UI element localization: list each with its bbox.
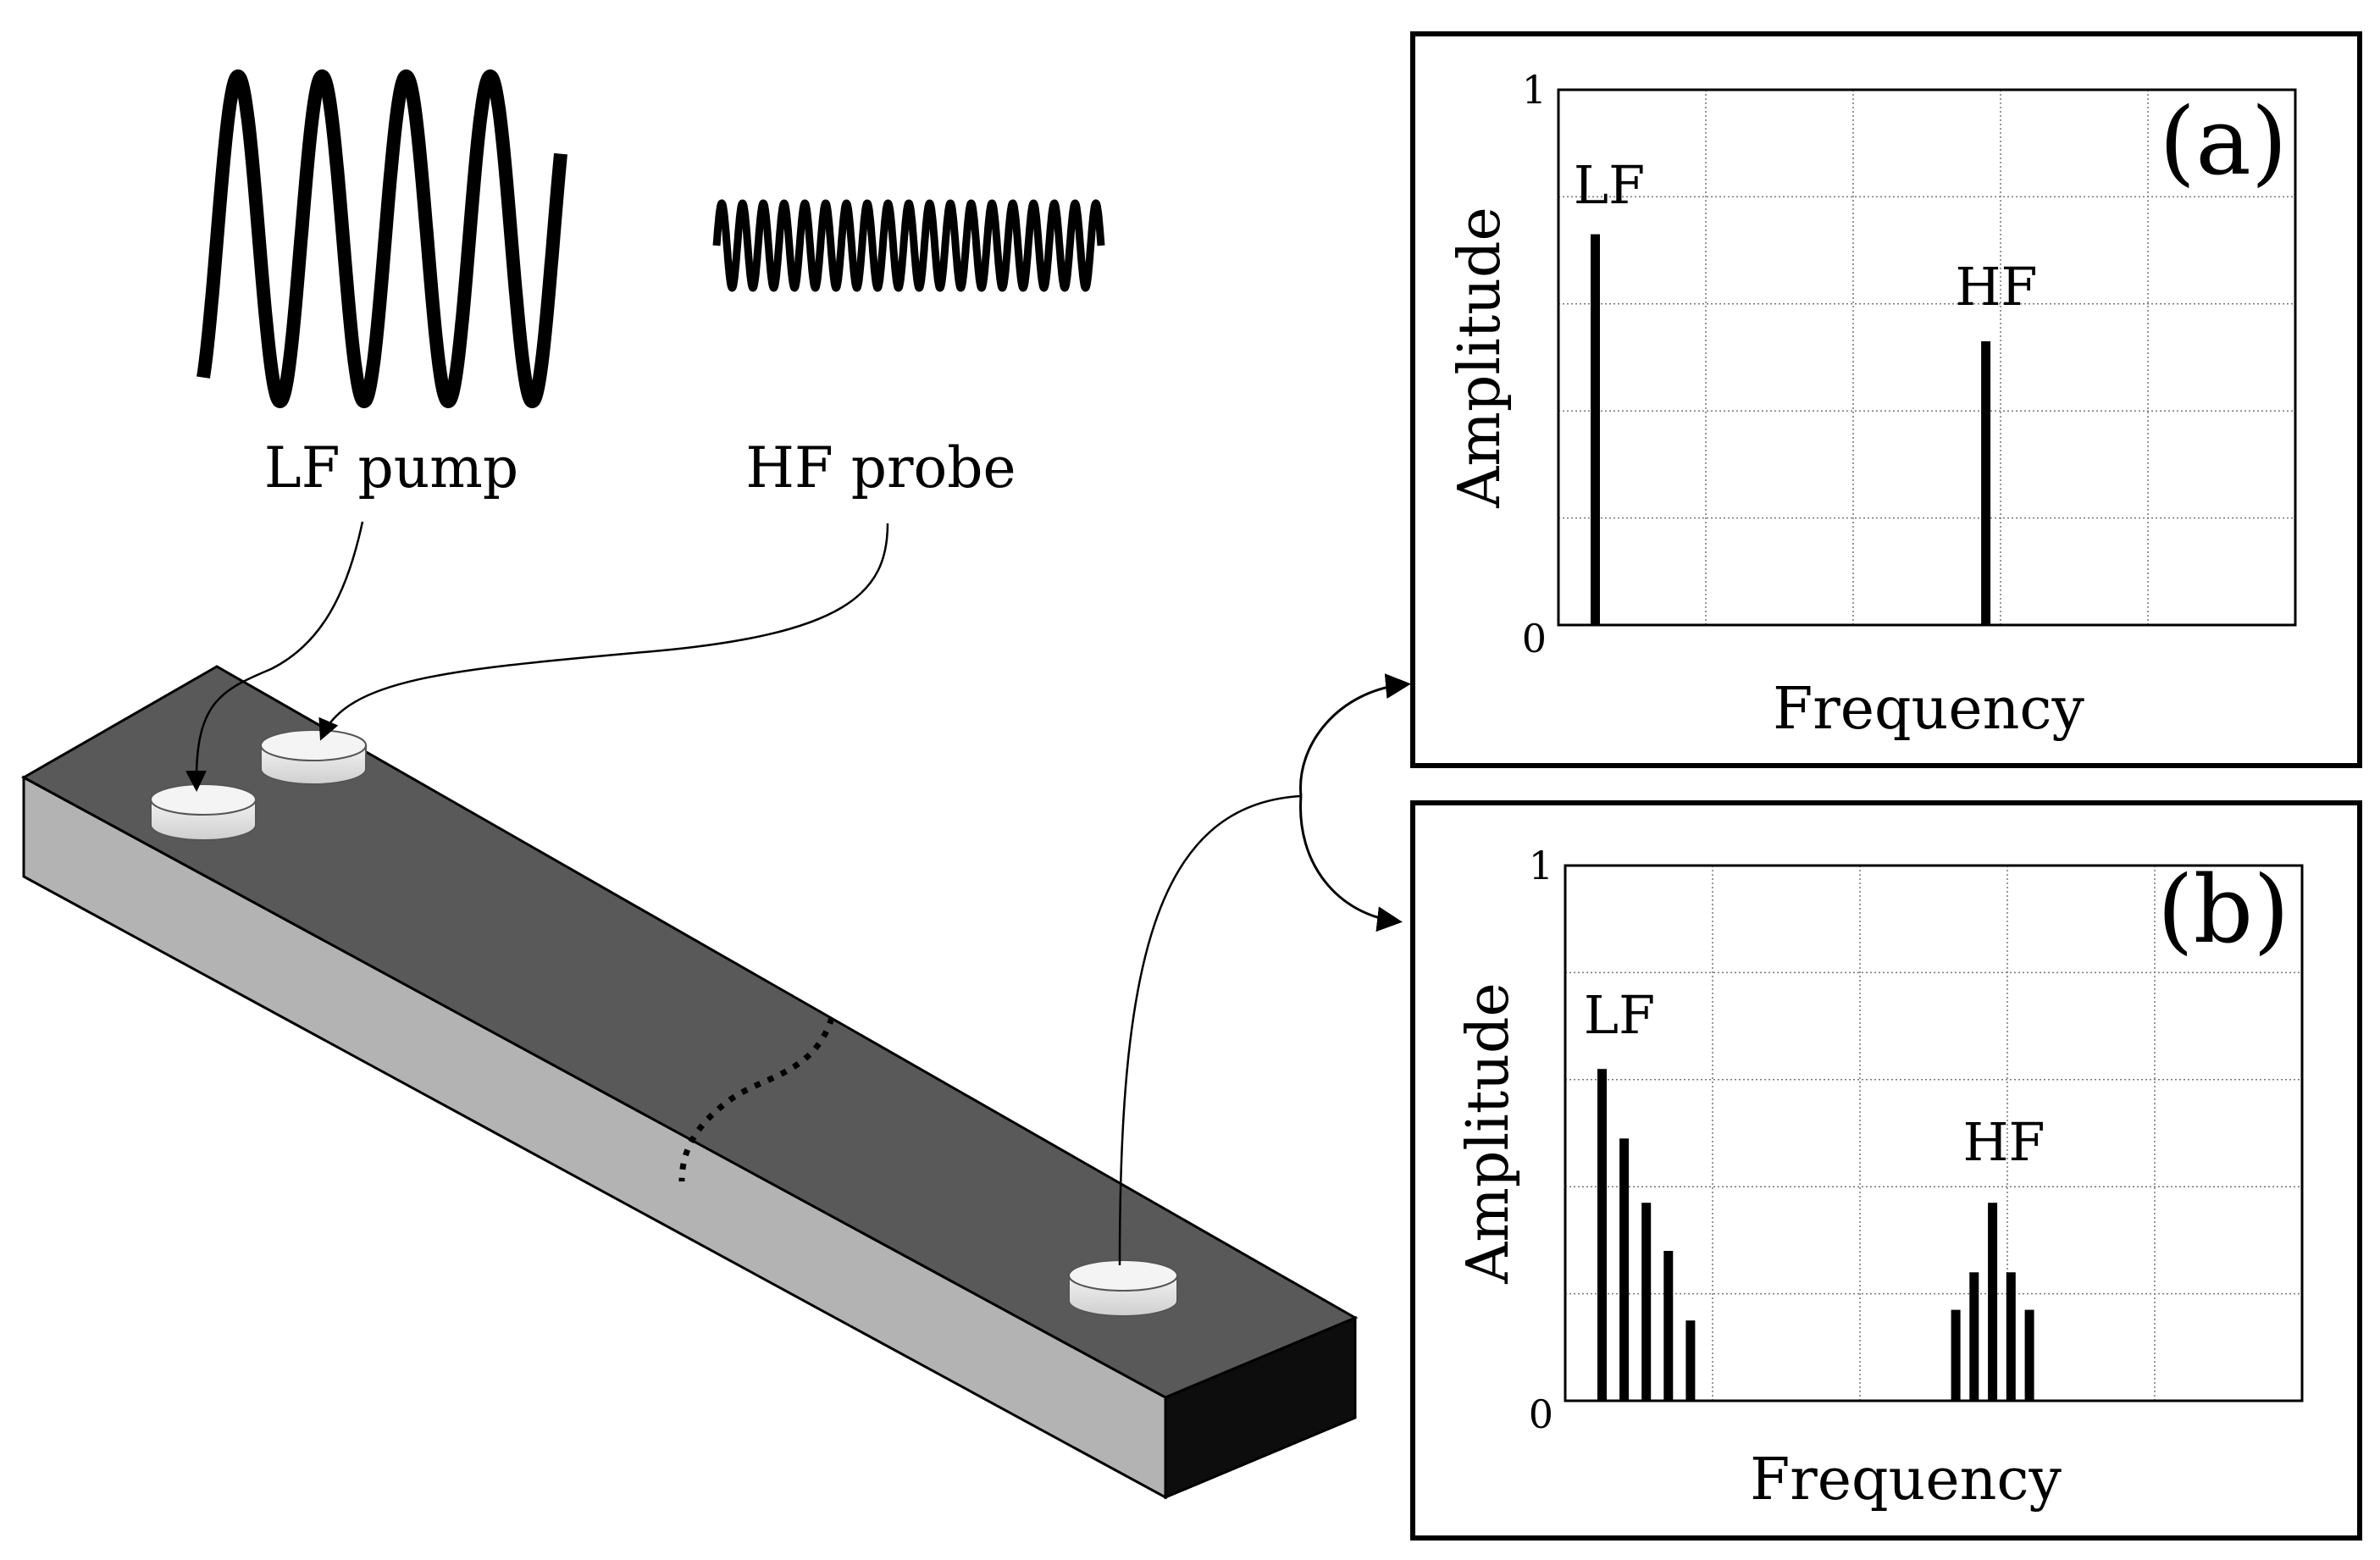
panel-a-frame [1410,31,2362,768]
output-arrow-to-panel-b [1299,795,1403,932]
lf-pump-transducer [150,783,257,841]
lf-spectral-bar-0 [1591,234,1600,625]
lf-pump-waveform [196,69,567,408]
panel-a-bars [1591,234,1991,625]
hf-probe-label: HF probe [745,435,1016,501]
output-arrow-to-panel-a [1299,673,1411,797]
hf-spectral-bar-9 [2024,1309,2034,1401]
panel-a-y-max-label: 1 [1522,67,1547,113]
panel-a-tag: (a) [2159,87,2287,196]
panel-b-y-max-label: 1 [1529,843,1553,888]
beam-top-face [20,665,1359,1399]
panel-b-hf-label: HF [1962,1111,2045,1173]
lf-spectral-bar-2 [1641,1203,1652,1401]
panel-b-tag: (b) [2157,855,2289,964]
hf-probe-transducer [260,729,367,785]
panel-a-lf-label: LF [1574,154,1645,216]
panel-b-y-min-label: 0 [1529,1391,1553,1437]
hf-spectral-bar-5 [1951,1309,1961,1401]
receiver-signal-line [1118,794,1302,1266]
lf-pump-arrow [185,521,364,792]
panel-b-lf-label: LF [1584,984,1655,1046]
panel-b-grid [1565,866,2302,1401]
lf-spectral-bar-0 [1597,1069,1607,1401]
panel-b-y-axis-label: Amplitude [1455,982,1522,1285]
spectrum-panel-b: (b) 1 0 Frequency Amplitude LF HF [1410,800,2362,1541]
lf-spectral-bar-1 [1619,1138,1630,1401]
hf-probe-arrow [318,523,889,741]
panel-a-hf-label: HF [1955,256,2037,318]
crack-line [678,1016,835,1182]
panel-b-plot-area [1564,864,2304,1402]
lf-spectral-bar-3 [1663,1251,1674,1401]
specimen-beam [20,665,1359,1500]
panel-b-x-axis-label: Frequency [1750,1447,2062,1513]
panel-b-bars [1597,1069,2034,1401]
panel-a-x-axis-label: Frequency [1773,676,2084,743]
panel-a-y-axis-label: Amplitude [1447,207,1514,509]
panel-a-y-min-label: 0 [1522,616,1547,661]
lf-pump-label: LF pump [264,435,518,501]
hf-probe-waveform [712,199,1105,292]
receiver-transducer [1068,1259,1178,1317]
spectrum-panel-a: (a) 1 0 Frequency Amplitude LF HF [1410,31,2362,768]
hf-spectral-bar-8 [2006,1272,2016,1401]
hf-spectral-bar-7 [1988,1203,1998,1401]
panel-a-grid [1558,90,2295,625]
hf-spectral-bar-1 [1981,341,1991,625]
hf-spectral-bar-6 [1969,1272,1979,1401]
lf-spectral-bar-4 [1685,1320,1696,1401]
panel-a-plot-area [1557,88,2297,627]
panel-b-frame [1410,800,2362,1541]
